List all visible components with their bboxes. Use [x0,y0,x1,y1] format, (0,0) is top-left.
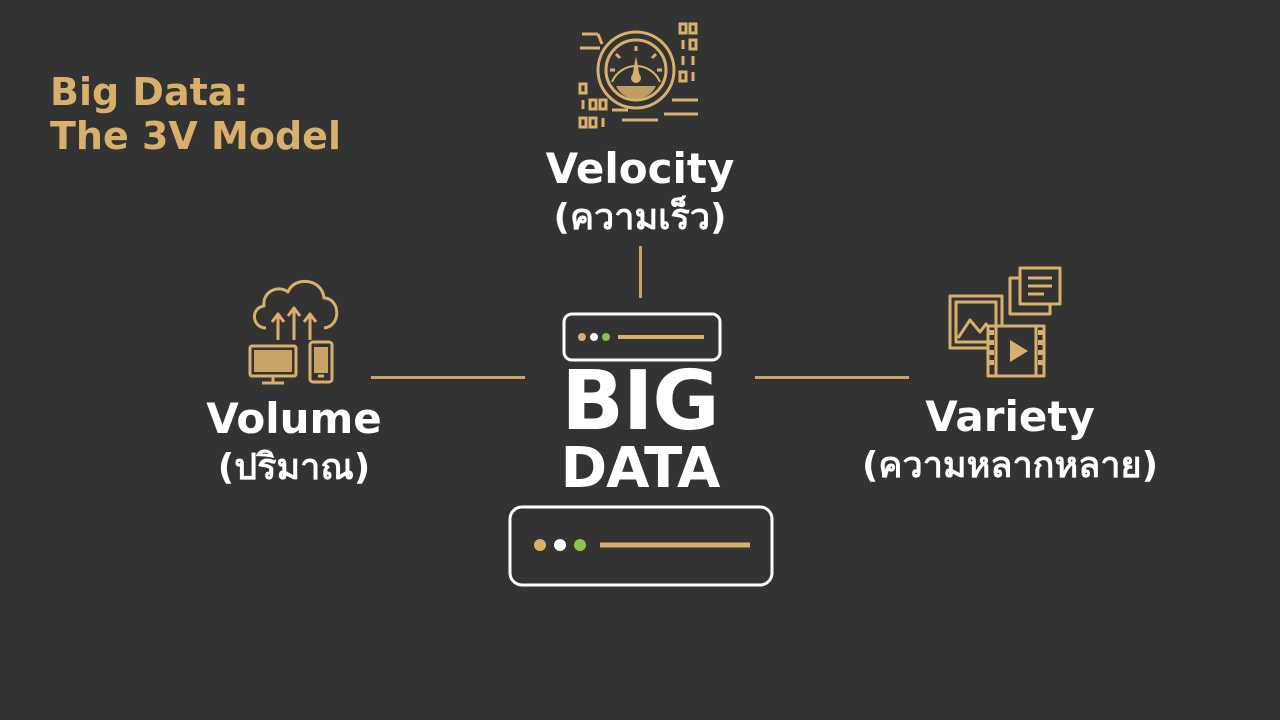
variety-connector [755,376,909,379]
speedometer-icon [578,22,698,129]
variety-label: Variety [925,392,1095,441]
server-panel-top [562,312,722,362]
cloud-upload-devices-icon [248,279,339,385]
velocity-connector [639,246,642,298]
server-panel-bottom [508,505,774,587]
velocity-thai-label: (ความเร็ว) [553,197,727,238]
volume-connector [371,376,525,379]
center-data-text: DATA [560,436,721,501]
velocity-label: Velocity [545,144,735,193]
volume-label: Volume [206,394,382,443]
volume-thai-label: (ปริมาณ) [217,447,371,488]
media-files-icon [948,266,1062,378]
slide-title-line-2: The 3V Model [50,114,341,158]
variety-thai-label: (ความหลากหลาย) [861,445,1159,486]
center-big-text: BIG [561,354,719,449]
slide-title-line-1: Big Data: [50,70,249,114]
